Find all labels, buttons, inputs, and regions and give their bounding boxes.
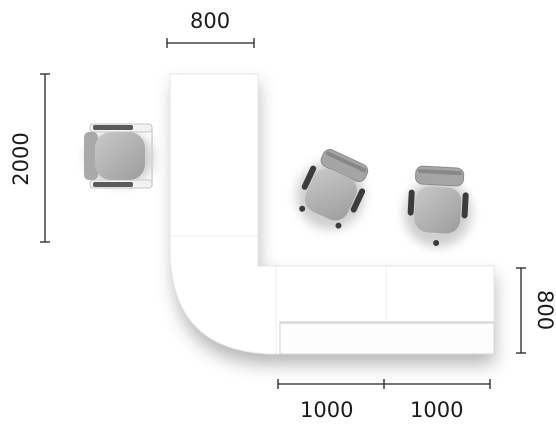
dimension-label-right-depth: 800	[533, 290, 556, 331]
dimension-line-right	[516, 267, 526, 354]
dimension-label-bottom-right: 1000	[410, 398, 464, 422]
dimension-line-bottom	[277, 379, 491, 389]
dimension-label-bottom-left: 1000	[300, 398, 354, 422]
dimension-line-left	[40, 73, 50, 243]
dimension-label-left-height: 2000	[9, 132, 33, 186]
visitor-chair-left	[84, 123, 154, 189]
task-chair-right	[403, 165, 472, 247]
desk-return-unit	[279, 321, 495, 355]
task-chair-middle	[296, 149, 369, 230]
dimension-line-top	[166, 38, 255, 48]
dimension-label-top-width: 800	[190, 9, 231, 33]
